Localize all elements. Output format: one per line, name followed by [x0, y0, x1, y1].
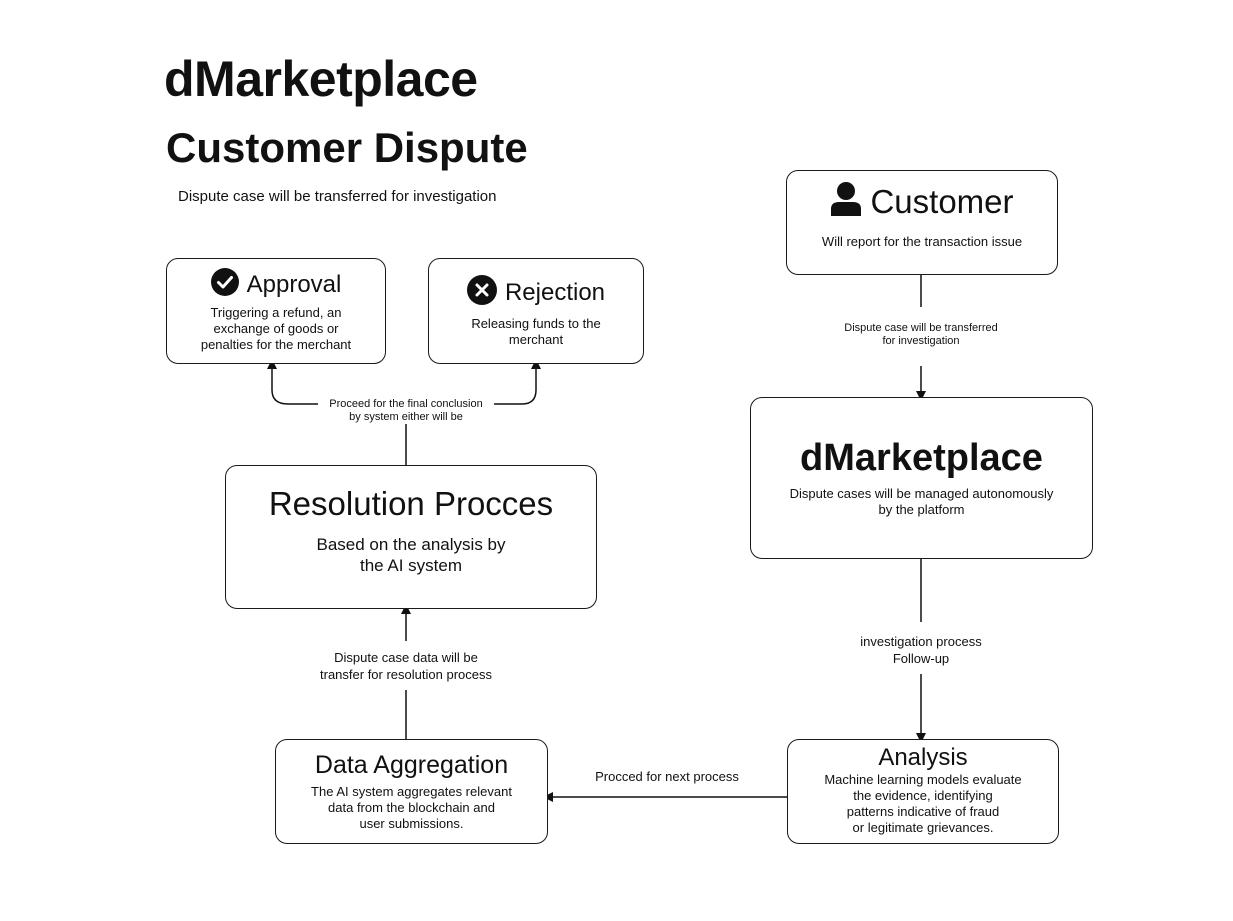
- data-aggregation-box: Data Aggregation The AI system aggregate…: [275, 739, 548, 844]
- customer-title: Customer: [870, 182, 1014, 220]
- label-customer-to-dmarketplace-line2: for investigation: [882, 335, 960, 347]
- analysis-desc-line4: or legitimate grievances.: [852, 820, 994, 835]
- analysis-box: Analysis Machine learning models evaluat…: [787, 739, 1059, 844]
- analysis-desc-line2: the evidence, identifying: [853, 788, 993, 803]
- label-resolution-to-outcomes-line2: by system either will be: [349, 411, 463, 423]
- rejection-box: Rejection Releasing funds to the merchan…: [428, 258, 644, 364]
- analysis-desc-line3: patterns indicative of fraud: [846, 804, 1000, 819]
- label-customer-to-dmarketplace-line1: Dispute case will be transferred: [844, 322, 998, 334]
- data-aggregation-desc-line1: The AI system aggregates relevant: [311, 784, 512, 799]
- label-dmarketplace-to-analysis: investigation process Follow-up: [821, 633, 1021, 667]
- header-note: Dispute case will be transferred for inv…: [178, 188, 497, 205]
- x-circle-icon: [466, 275, 497, 310]
- rejection-desc-line2: merchant: [508, 332, 564, 347]
- label-analysis-to-aggregation: Procced for next process: [595, 769, 739, 784]
- analysis-title: Analysis: [878, 744, 968, 771]
- dmarketplace-title: dMarketplace: [800, 437, 1043, 479]
- resolution-box: Resolution Procces Based on the analysis…: [225, 465, 597, 609]
- rejection-desc-line1: Releasing funds to the: [471, 316, 601, 331]
- approval-desc-line2: exchange of goods or: [213, 321, 339, 336]
- check-circle-icon: [210, 268, 239, 301]
- resolution-desc-line2: the AI system: [359, 556, 463, 575]
- label-resolution-to-outcomes: Proceed for the final conclusion by syst…: [306, 398, 506, 424]
- arrow-to-rejection: [494, 359, 541, 405]
- label-customer-to-dmarketplace: Dispute case will be transferred for inv…: [821, 322, 1021, 348]
- person-icon: [830, 181, 862, 222]
- resolution-desc-line1: Based on the analysis by: [316, 535, 506, 554]
- label-aggregation-to-resolution-line2: transfer for resolution process: [320, 667, 492, 682]
- analysis-desc-line1: Machine learning models evaluate: [824, 772, 1022, 787]
- approval-box: Approval Triggering a refund, an exchang…: [166, 258, 386, 364]
- label-resolution-to-outcomes-line1: Proceed for the final conclusion: [329, 398, 483, 410]
- page-subtitle: Customer Dispute: [166, 124, 528, 171]
- rejection-title: Rejection: [504, 278, 606, 306]
- approval-desc-line3: penalties for the merchant: [200, 337, 352, 352]
- approval-desc-line1: Triggering a refund, an: [210, 305, 342, 320]
- resolution-title: Resolution Procces: [268, 485, 554, 522]
- dmarketplace-desc-line2: by the platform: [878, 502, 965, 517]
- arrow-to-approval: [267, 359, 318, 405]
- data-aggregation-desc-line3: user submissions.: [359, 816, 464, 831]
- approval-title: Approval: [246, 270, 342, 298]
- dmarketplace-box: dMarketplace Dispute cases will be manag…: [750, 397, 1093, 559]
- dmarketplace-desc-line1: Dispute cases will be managed autonomous…: [789, 486, 1054, 501]
- label-dmarketplace-to-analysis-line1: investigation process: [860, 634, 982, 649]
- data-aggregation-desc-line2: data from the blockchain and: [328, 800, 495, 815]
- label-aggregation-to-resolution: Dispute case data will be transfer for r…: [281, 649, 531, 683]
- page-title: dMarketplace: [164, 51, 478, 107]
- label-dmarketplace-to-analysis-line2: Follow-up: [892, 651, 950, 666]
- customer-box: Customer Will report for the transaction…: [786, 170, 1058, 275]
- label-aggregation-to-resolution-line1: Dispute case data will be: [334, 650, 478, 665]
- data-aggregation-title: Data Aggregation: [314, 751, 509, 779]
- customer-desc: Will report for the transaction issue: [821, 234, 1023, 249]
